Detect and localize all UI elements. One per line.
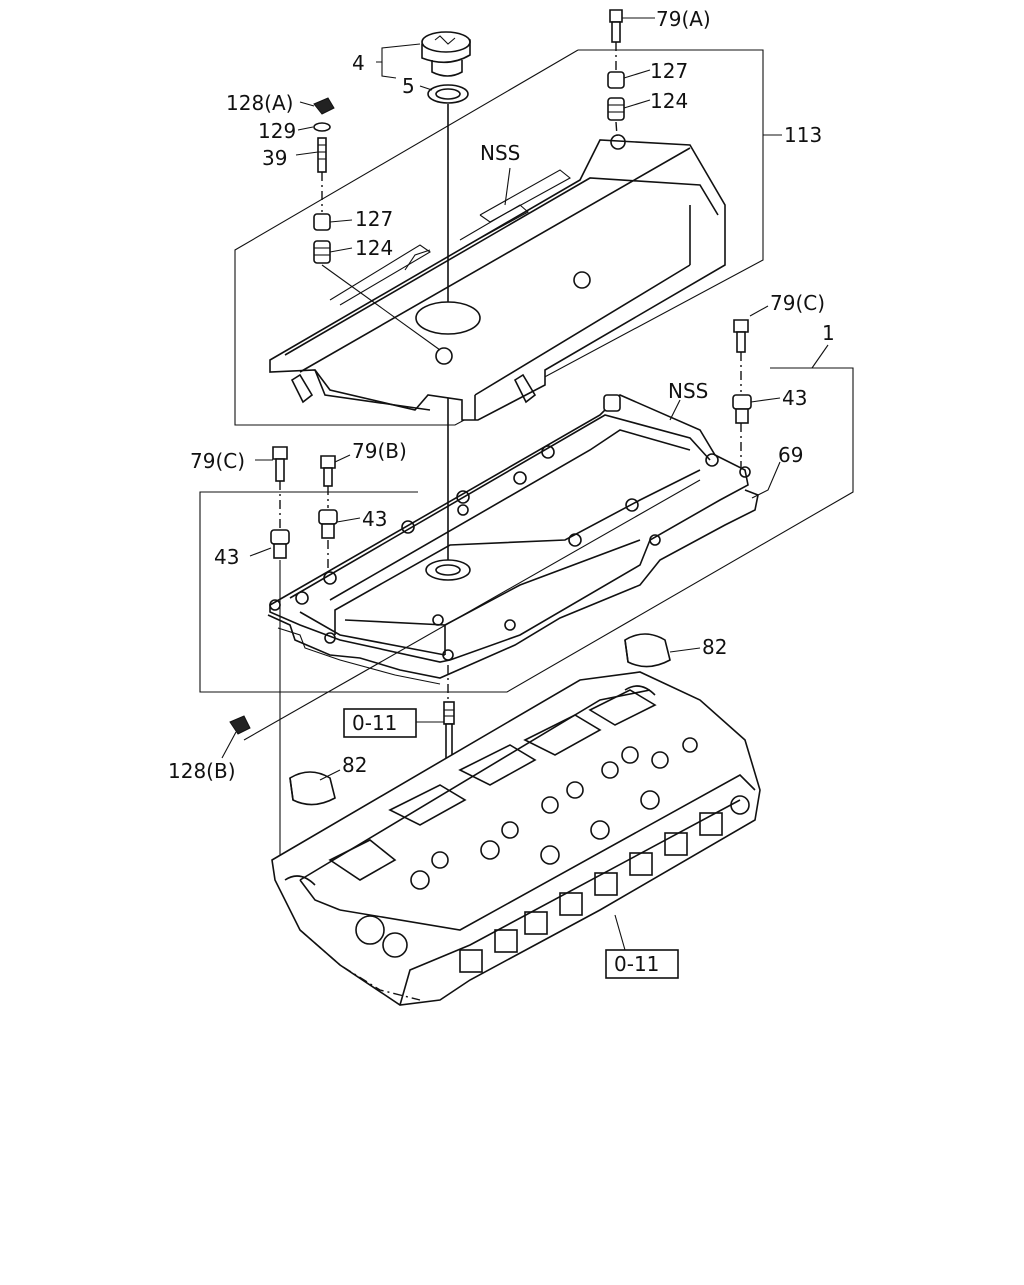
oil-cap-seal	[427, 84, 469, 104]
label-69: 69	[778, 443, 803, 467]
group-1-boundary	[199, 344, 854, 693]
label-128b: 128(B)	[168, 759, 236, 783]
label-4: 4	[352, 51, 365, 75]
bolt-79b	[320, 455, 336, 487]
label-113: 113	[784, 123, 822, 147]
label-43-mid: 43	[362, 507, 387, 531]
grommet-124-right	[607, 97, 625, 121]
cylinder-head	[271, 671, 761, 1006]
glow-plug	[443, 701, 455, 765]
leader-lines	[221, 17, 781, 951]
group-113-boundary	[234, 49, 782, 426]
label-79b: 79(B)	[352, 439, 407, 463]
spacer-43-left	[270, 529, 290, 559]
label-79a: 79(A)	[656, 7, 711, 31]
nut-128a	[313, 97, 335, 115]
label-79c-right: 79(C)	[770, 291, 825, 315]
label-82-left: 82	[342, 753, 367, 777]
cover-gasket	[267, 489, 759, 685]
label-124-right: 124	[650, 89, 688, 113]
label-43-left: 43	[214, 545, 239, 569]
spacer-127-left	[313, 213, 331, 231]
nut-128b	[229, 715, 251, 735]
spacer-43-right	[732, 394, 752, 424]
label-1: 1	[822, 321, 835, 345]
stud-39	[317, 137, 327, 173]
ref-box-011-lower	[605, 949, 679, 979]
label-nss-mid: NSS	[668, 379, 708, 403]
label-82-right: 82	[702, 635, 727, 659]
label-79c-left: 79(C)	[190, 449, 245, 473]
label-nss-top: NSS	[480, 141, 520, 165]
label-39: 39	[262, 146, 287, 170]
label-124-left: 124	[355, 236, 393, 260]
label-127-right: 127	[650, 59, 688, 83]
label-127-left: 127	[355, 207, 393, 231]
bolt-79c-left	[272, 446, 288, 482]
grommet-124-left	[313, 240, 331, 264]
spacer-43-mid	[318, 509, 338, 539]
washer-129	[313, 122, 331, 132]
label-011-lower: 0-11	[614, 952, 659, 976]
label-43-right: 43	[782, 386, 807, 410]
label-011-upper: 0-11	[352, 711, 397, 735]
cylinder-head-cover	[269, 394, 751, 663]
bolt-79c-right	[733, 319, 749, 353]
label-5: 5	[402, 74, 415, 98]
oil-filler-cap	[421, 31, 471, 77]
spacer-127-right	[607, 71, 625, 89]
top-engine-cover	[269, 134, 726, 421]
cap-82-right	[624, 633, 671, 668]
label-129: 129	[258, 119, 296, 143]
label-128a: 128(A)	[226, 91, 293, 115]
cap-82-left	[289, 771, 336, 806]
bolt-79a	[609, 9, 623, 43]
ref-box-011-upper	[343, 708, 417, 738]
